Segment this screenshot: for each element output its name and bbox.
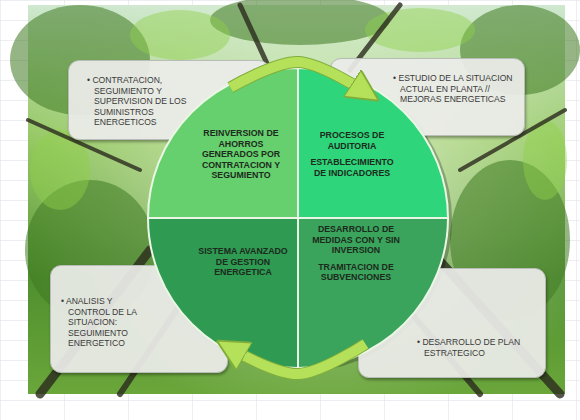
text-stack: PROCESOS DE AUDITORIA ESTABLECIMIENTO DE …	[306, 130, 398, 178]
quadrant-fill	[298, 68, 448, 218]
quadrant-label: ESTABLECIMIENTO DE INDICADORES	[306, 157, 398, 178]
box-label: • ANALISIS Y CONTROL DE LA SITUACION: SE…	[61, 296, 147, 349]
box-label: • DESARROLLO DE PLAN ESTRATEGICO	[417, 337, 529, 358]
text-stack: REINVERSION DE AHORROS GENERADOS POR CON…	[190, 128, 292, 181]
circle-quadrant: SISTEMA AVANZADO DE GESTION ENERGETICA	[148, 218, 298, 368]
text-stack: DESARROLLO DE MEDIDAS CON Y SIN INVERSIO…	[304, 224, 408, 283]
quadrant-label: REINVERSION DE AHORROS GENERADOS POR CON…	[190, 128, 292, 181]
quadrant-label: DESARROLLO DE MEDIDAS CON Y SIN INVERSIO…	[304, 224, 408, 256]
text-stack: • DESARROLLO DE PLAN ESTRATEGICO	[417, 337, 529, 358]
quadrant-fill	[148, 68, 298, 218]
circle-quadrant: REINVERSION DE AHORROS GENERADOS POR CON…	[148, 68, 298, 218]
circle-quadrant: PROCESOS DE AUDITORIA ESTABLECIMIENTO DE …	[298, 68, 448, 218]
text-stack: • ESTUDIO DE LA SITUACION ACTUAL EN PLAN…	[393, 73, 521, 105]
quadrant-label: SISTEMA AVANZADO DE GESTION ENERGETICA	[193, 246, 293, 278]
quadrant-label: TRAMITACION DE SUBVENCIONES	[304, 262, 408, 283]
text-stack: • ANALISIS Y CONTROL DE LA SITUACION: SE…	[61, 296, 147, 349]
quadrant-label: PROCESOS DE AUDITORIA	[306, 130, 398, 151]
text-stack: SISTEMA AVANZADO DE GESTION ENERGETICA	[193, 246, 293, 278]
circle-quadrant: DESARROLLO DE MEDIDAS CON Y SIN INVERSIO…	[298, 218, 448, 368]
box-label: • ESTUDIO DE LA SITUACION ACTUAL EN PLAN…	[393, 73, 521, 105]
quadrant-shape	[148, 218, 298, 368]
tree-trunks	[28, 5, 565, 394]
